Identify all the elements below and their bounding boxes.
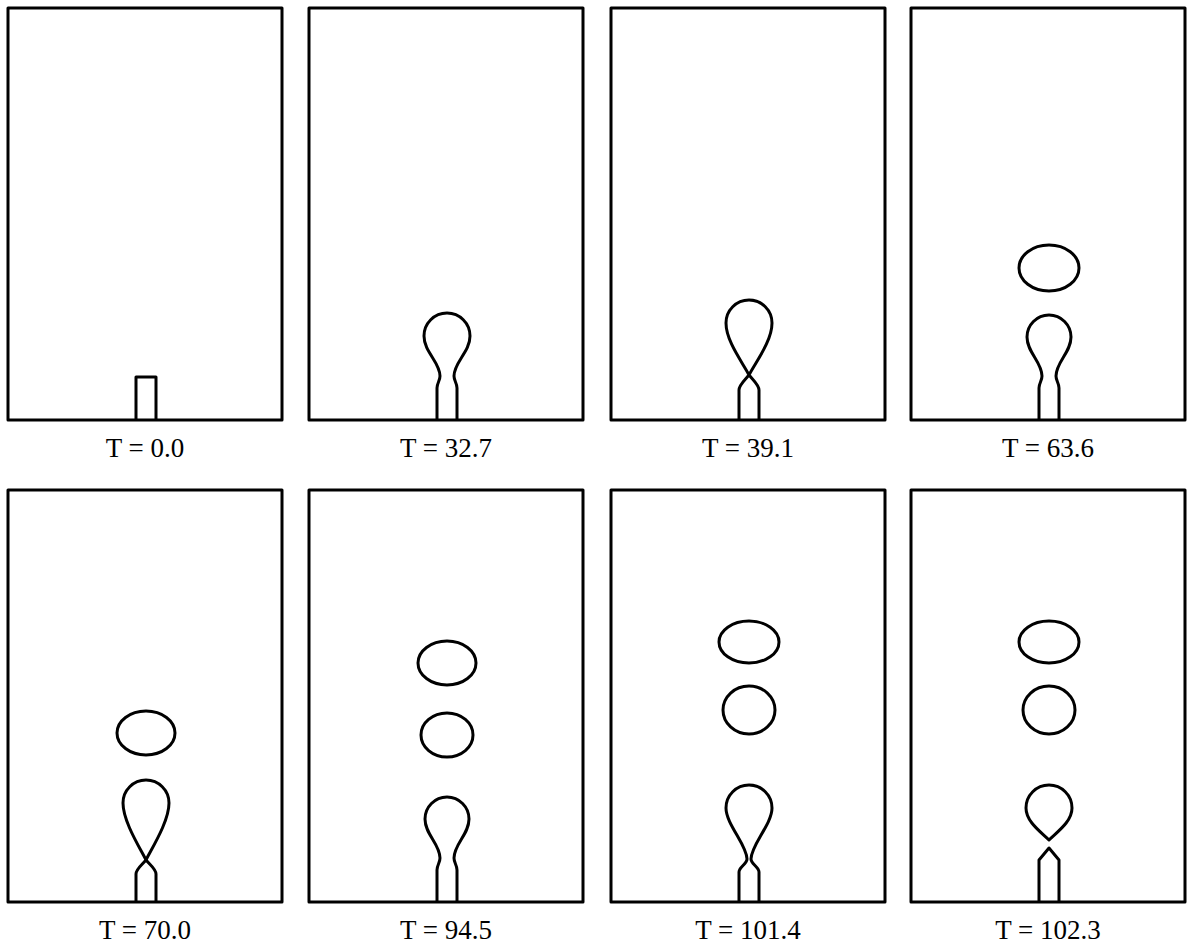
panel (8, 8, 282, 420)
panel (309, 8, 583, 420)
panel-frame (611, 8, 885, 420)
time-label: T = 94.5 (400, 917, 492, 944)
panel-frame (911, 490, 1185, 902)
nozzle (136, 377, 156, 420)
bubble (719, 621, 779, 663)
panel (911, 490, 1185, 902)
bubble-interface (1026, 785, 1072, 840)
nozzle (1039, 848, 1059, 902)
panel (309, 490, 583, 902)
panel (611, 490, 885, 902)
bubble-interface (1027, 315, 1071, 420)
bubble (1023, 686, 1075, 734)
bubble-interface (123, 780, 169, 902)
panel-frame (8, 8, 282, 420)
time-label: T = 39.1 (702, 435, 794, 462)
panel (611, 8, 885, 420)
bubble (1019, 621, 1079, 663)
panel-frame (611, 490, 885, 902)
time-label: T = 0.0 (106, 435, 184, 462)
bubble (117, 711, 175, 755)
panel-frame (309, 8, 583, 420)
bubble-interface (726, 300, 772, 420)
bubble-interface (726, 785, 772, 902)
bubble (723, 686, 775, 734)
panel-frame (8, 490, 282, 902)
panel-frame (911, 8, 1185, 420)
time-label: T = 101.4 (695, 917, 800, 944)
bubble-interface (425, 797, 469, 902)
panel (911, 8, 1185, 420)
panel (8, 490, 282, 902)
time-label: T = 102.3 (995, 917, 1100, 944)
bubble (421, 713, 473, 757)
time-label: T = 63.6 (1002, 435, 1094, 462)
time-label: T = 70.0 (99, 917, 191, 944)
bubble-interface (424, 313, 470, 420)
bubble (1019, 245, 1079, 291)
panel-frame (309, 490, 583, 902)
time-label: T = 32.7 (400, 435, 492, 462)
bubble (418, 641, 476, 685)
